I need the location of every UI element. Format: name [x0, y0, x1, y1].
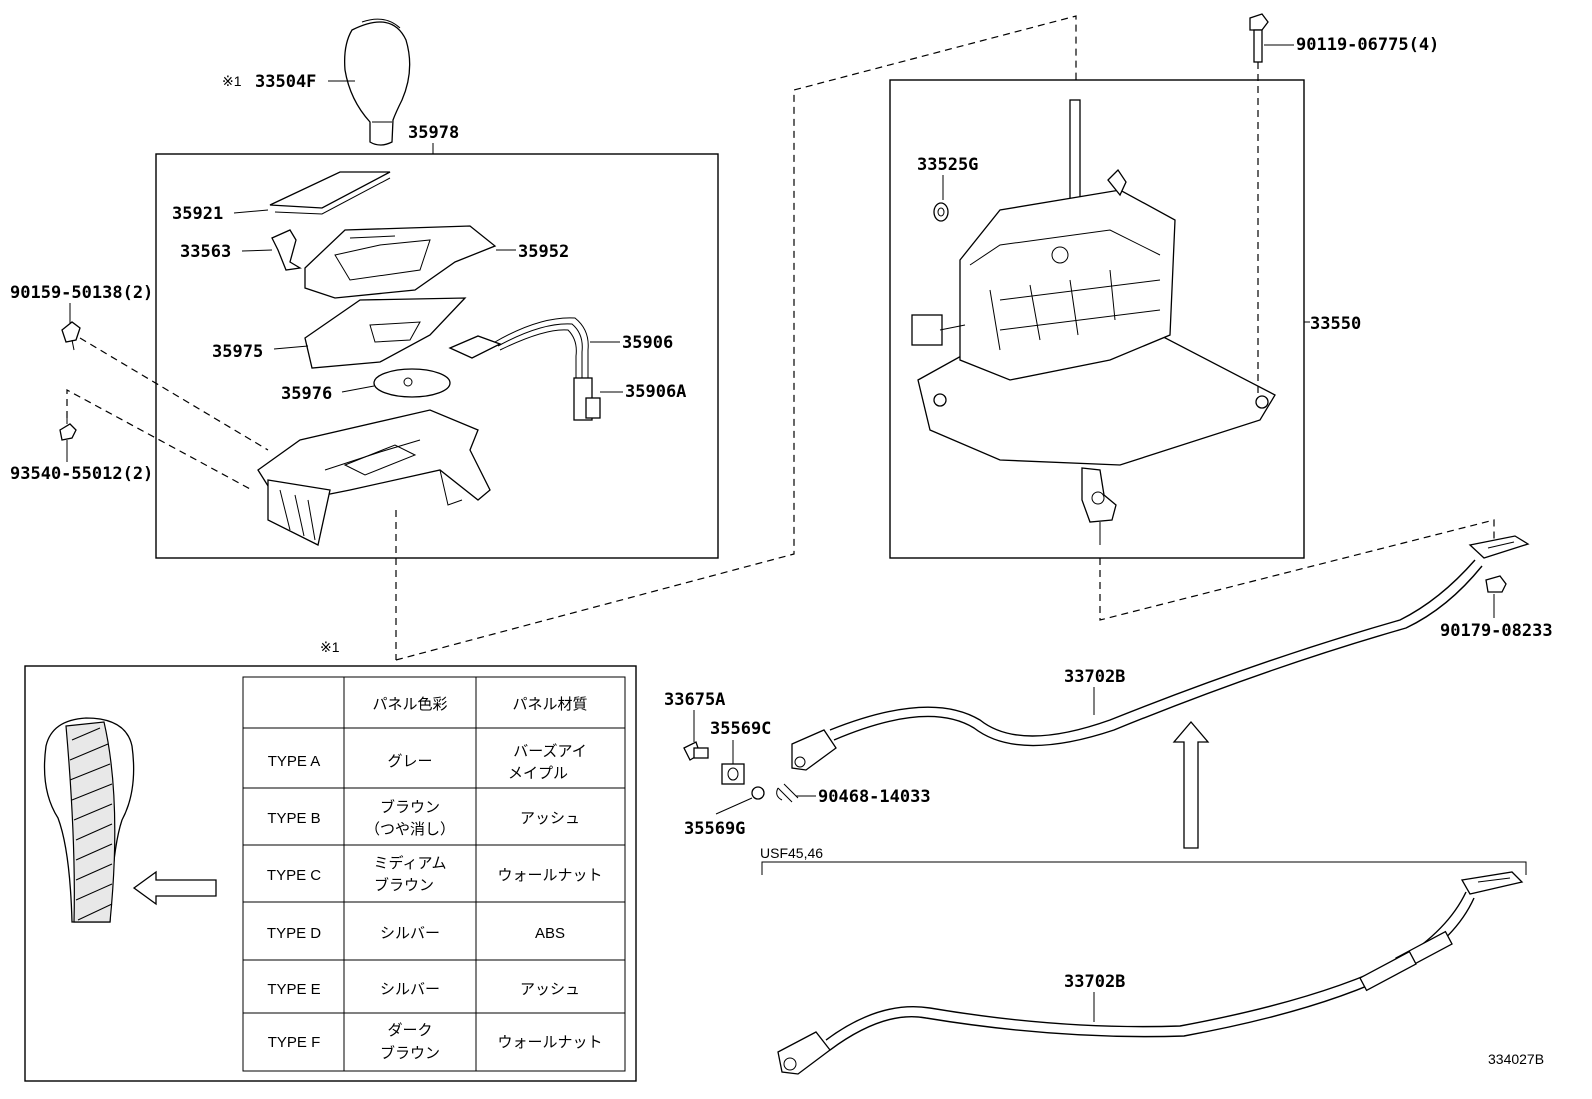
wire-harness-illustration: [448, 317, 601, 421]
bolt-90119-illustration: [1249, 13, 1269, 63]
screw-90159-illustration: [61, 321, 81, 351]
part-number-33550: 33550: [1310, 314, 1361, 334]
part-number-33563: 33563: [180, 242, 231, 262]
table-material-cell: メイプル: [508, 765, 568, 782]
table-callout-mark: ※1: [320, 639, 340, 655]
up-arrow-icon: [1172, 720, 1210, 849]
part-number-90159: 90159-50138(2): [10, 283, 153, 303]
shift-lever-assembly-box: [889, 79, 1305, 559]
shift-cable-lower-illustration: [777, 871, 1524, 1075]
part-number-35569C: 35569C: [710, 719, 771, 739]
table-color-cell: ブラウン: [380, 1044, 440, 1062]
part-number-35978: 35978: [408, 123, 459, 143]
part-number-33675A: 33675A: [664, 690, 725, 710]
table-color-cell: ブラウン: [380, 798, 440, 816]
part-number-90119: 90119-06775(4): [1296, 35, 1439, 55]
part-number-35906: 35906: [622, 333, 673, 353]
part-number-33504F: 33504F: [255, 72, 316, 92]
table-material-cell: ウォールナット: [497, 867, 602, 884]
panel-illustration: [304, 297, 467, 369]
bushing-35569G-illustration: [751, 786, 765, 800]
table-type-label: TYPE E: [267, 981, 320, 998]
panel-type-table: パネル色彩 パネル材質 TYPE A グレー バーズアイ メイプル TYPE B…: [242, 676, 626, 1072]
table-type-label: TYPE C: [267, 867, 321, 884]
part-number-33525G: 33525G: [917, 155, 978, 175]
table-type-label: TYPE A: [268, 753, 321, 770]
part-number-90179: 90179-08233: [1440, 621, 1553, 641]
table-color-cell: シルバー: [380, 981, 440, 998]
part-number-90468: 90468-14033: [818, 787, 931, 807]
clip-90468-illustration: [776, 783, 799, 803]
bushing-35569C-illustration: [721, 763, 745, 785]
part-number-35975: 35975: [212, 342, 263, 362]
table-type-label: TYPE D: [267, 925, 321, 942]
figure-code: 334027B: [1488, 1051, 1544, 1067]
left-arrow-icon: [132, 870, 217, 906]
shift-lever-illustration: [911, 99, 1276, 545]
clip-illustration: [271, 229, 302, 271]
indicator-strip-illustration: [269, 171, 391, 215]
table-material-cell: ウォールナット: [497, 1034, 602, 1051]
pin-33675A-illustration: [683, 741, 709, 761]
panel-type-box: [24, 665, 637, 1082]
table-color-cell: グレー: [387, 753, 432, 770]
shift-cable-upper-illustration: [791, 535, 1530, 771]
table-color-cell: ミディアム: [374, 854, 447, 872]
housing-illustration: [257, 409, 491, 546]
part-number-35569G: 35569G: [684, 819, 745, 839]
table-color-cell: ダーク: [387, 1022, 432, 1039]
table-color-cell: シルバー: [380, 925, 440, 942]
part-number-35976: 35976: [281, 384, 332, 404]
table-type-label: TYPE F: [268, 1034, 321, 1051]
part-number-33702B-lower: 33702B: [1064, 972, 1125, 992]
table-color-cell: （つや消し）: [365, 821, 455, 838]
washer-illustration: [933, 202, 949, 222]
table-material-cell: アッシュ: [520, 810, 580, 827]
part-number-35921: 35921: [172, 204, 223, 224]
table-material-cell: アッシュ: [520, 981, 580, 998]
table-material-cell: バーズアイ: [513, 743, 587, 760]
indicator-plate-illustration: [304, 225, 497, 299]
indicator-assembly-box: [155, 153, 719, 559]
table-header-color: パネル色彩: [372, 696, 447, 713]
part-number-35906A: 35906A: [625, 382, 686, 402]
callout-mark: ※1: [222, 73, 242, 89]
table-material-cell: ABS: [535, 925, 565, 942]
part-number-93540: 93540-55012(2): [10, 464, 153, 484]
shift-knob-illustration: [344, 18, 411, 146]
table-header-material: パネル材質: [512, 695, 587, 713]
table-color-cell: ブラウン: [374, 876, 434, 894]
part-number-33702B-upper: 33702B: [1064, 667, 1125, 687]
table-type-label: TYPE B: [267, 810, 320, 827]
variant-label: USF45,46: [760, 845, 823, 861]
nut-90179-illustration: [1485, 575, 1507, 593]
screw-93540-illustration: [59, 418, 77, 441]
knob-panel-illustration: [43, 717, 135, 923]
part-number-35952: 35952: [518, 242, 569, 262]
